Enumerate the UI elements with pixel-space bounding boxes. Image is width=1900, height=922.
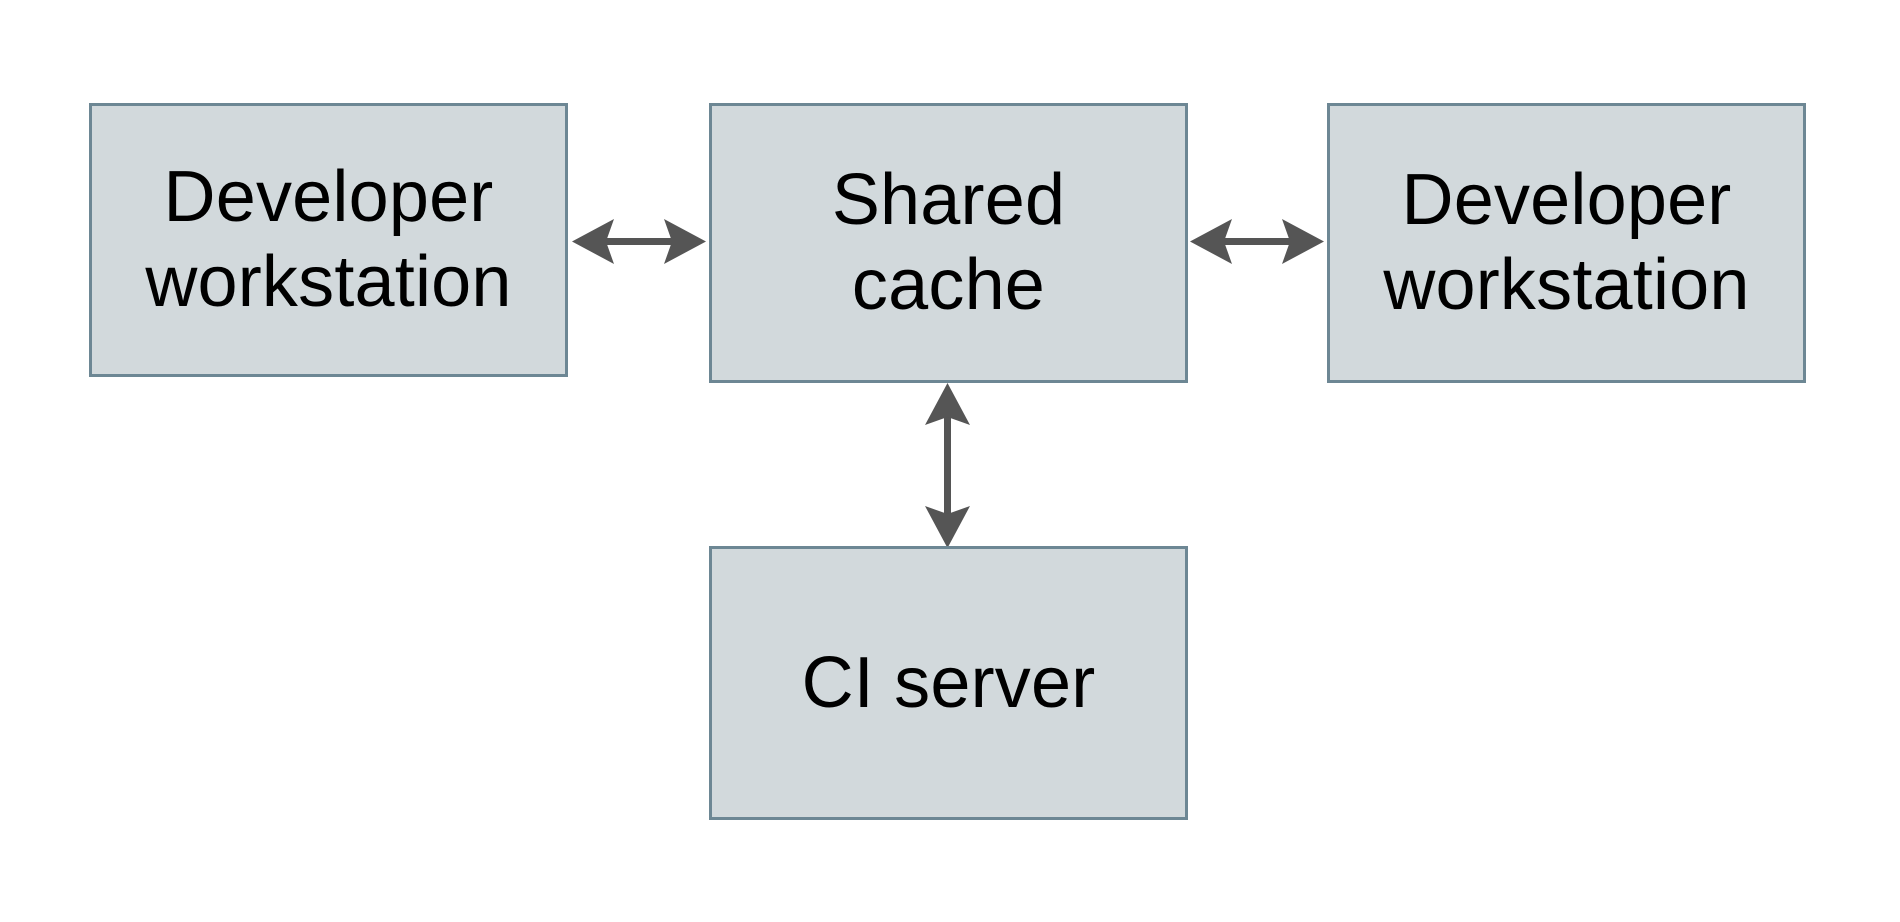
edge-ci-server-to-shared-cache [925, 383, 970, 548]
node-label: CI server [801, 642, 1096, 723]
edge-shared-cache-to-right-workstation [1190, 219, 1324, 264]
node-label: Shared cache [831, 160, 1066, 325]
node-ci-server[interactable]: CI server [709, 546, 1188, 820]
node-developer-workstation-right[interactable]: Developer workstation [1327, 103, 1806, 383]
node-shared-cache[interactable]: Shared cache [709, 103, 1188, 383]
node-label: Developer workstation [145, 157, 512, 322]
node-developer-workstation-left[interactable]: Developer workstation [89, 103, 568, 377]
node-label: Developer workstation [1383, 160, 1750, 325]
edge-left-workstation-to-shared-cache [572, 219, 706, 264]
